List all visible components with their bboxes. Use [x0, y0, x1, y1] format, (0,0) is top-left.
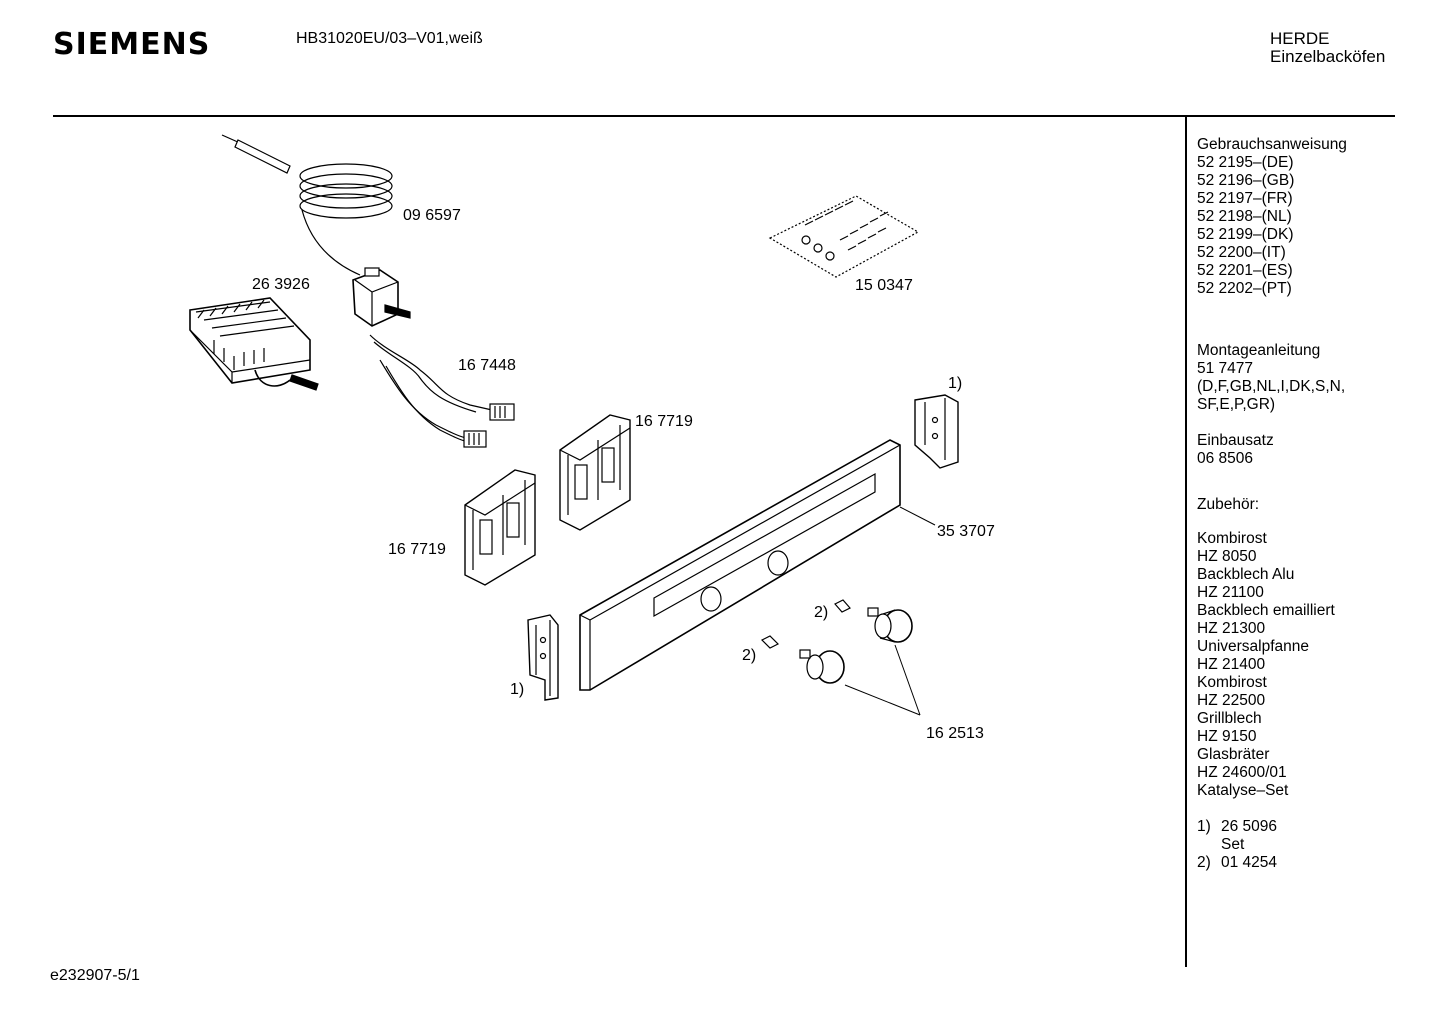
side-clip-right[interactable]: [914, 394, 959, 469]
part-label-bracket-upper: 16 7719: [635, 413, 693, 430]
mounting-bracket-upper[interactable]: [559, 414, 631, 531]
manual-item: 52 2197–(FR): [1197, 190, 1293, 207]
exploded-parts-diagram: [189, 134, 959, 716]
note-marker-1-right: 1): [948, 375, 963, 392]
install-title: Einbausatz: [1197, 432, 1274, 449]
part-label-screws: 15 0347: [855, 277, 913, 294]
side-clip-left[interactable]: [527, 614, 559, 701]
sidebar-divider: [1185, 116, 1187, 967]
small-clip-part[interactable]: [760, 599, 851, 649]
manual-item: 52 2200–(IT): [1197, 244, 1286, 261]
accessory-item: HZ 22500: [1197, 692, 1266, 709]
manual-item: 52 2198–(NL): [1197, 208, 1292, 225]
drawing-code: e232907-5/1: [50, 967, 140, 984]
accessory-item: HZ 21400: [1197, 656, 1266, 673]
cable-harness-part[interactable]: [369, 334, 515, 448]
part-label-cable: 16 7448: [458, 357, 516, 374]
install-number: 06 8506: [1197, 450, 1254, 467]
brand-logo: SIEMENS: [53, 27, 211, 62]
parts-sidebar: Gebrauchsanweisung 52 2195–(DE) 52 2196–…: [1197, 136, 1432, 872]
thermostat-part[interactable]: [221, 134, 411, 327]
category-line-2: Einzelbacköfen: [1270, 47, 1386, 66]
accessory-item: Katalyse–Set: [1197, 782, 1289, 799]
manual-section: Gebrauchsanweisung 52 2195–(DE) 52 2196–…: [1197, 136, 1432, 298]
manual-item: 52 2201–(ES): [1197, 262, 1293, 279]
note-marker-2-upper: 2): [814, 604, 829, 621]
part-label-panel: 35 3707: [937, 523, 995, 540]
assembly-title: Montageanleitung: [1197, 342, 1321, 359]
accessory-item: Kombirost: [1197, 530, 1267, 547]
note-part-number: 01 4254: [1221, 854, 1278, 871]
assembly-languages: SF,E,P,GR): [1197, 396, 1276, 413]
accessory-item: HZ 21100: [1197, 584, 1264, 601]
accessory-item: HZ 8050: [1197, 548, 1257, 565]
accessory-item: Backblech Alu: [1197, 566, 1295, 583]
model-number: HB31020EU/03–V01,weiß: [296, 30, 483, 47]
note-part-desc: Set: [1221, 836, 1245, 853]
note-2: 2) 01 4254: [1197, 854, 1432, 872]
selector-switch-part[interactable]: [189, 297, 319, 391]
control-knob-part[interactable]: [799, 607, 913, 684]
accessories-section: Zubehör: Kombirost HZ 8050 Backblech Alu…: [1197, 496, 1432, 800]
category: HERDE Einzelbacköfen: [1270, 30, 1385, 66]
accessory-item: HZ 21300: [1197, 620, 1266, 637]
control-panel-part[interactable]: [579, 439, 901, 691]
part-label-knobs: 16 2513: [926, 725, 984, 742]
accessory-item: Backblech emailliert: [1197, 602, 1335, 619]
category-line-1: HERDE: [1270, 29, 1330, 48]
leader-lines: [844, 506, 936, 716]
notes-section: 1) 26 5096 Set 2) 01 4254: [1197, 818, 1432, 872]
accessory-item: Grillblech: [1197, 710, 1262, 727]
assembly-section: Montageanleitung 51 7477 (D,F,GB,NL,I,DK…: [1197, 342, 1432, 414]
manual-item: 52 2199–(DK): [1197, 226, 1294, 243]
screw-bag-part[interactable]: [768, 195, 920, 278]
header-divider: [53, 115, 1395, 117]
manual-item: 52 2195–(DE): [1197, 154, 1294, 171]
note-number: 2): [1197, 854, 1211, 871]
accessory-item: Glasbräter: [1197, 746, 1270, 763]
note-1: 1) 26 5096 Set: [1197, 818, 1432, 854]
note-number: 1): [1197, 818, 1211, 835]
part-label-thermostat: 09 6597: [403, 207, 461, 224]
note-marker-1-left: 1): [510, 681, 525, 698]
accessory-item: Kombirost: [1197, 674, 1267, 691]
part-label-switch: 26 3926: [252, 276, 310, 293]
accessory-item: Universalpfanne: [1197, 638, 1310, 655]
note-marker-2-lower: 2): [742, 647, 757, 664]
part-label-bracket-lower: 16 7719: [388, 541, 446, 558]
accessory-item: HZ 9150: [1197, 728, 1257, 745]
note-part-number: 26 5096: [1221, 818, 1278, 835]
manual-title: Gebrauchsanweisung: [1197, 136, 1347, 153]
manual-item: 52 2196–(GB): [1197, 172, 1295, 189]
assembly-number: 51 7477: [1197, 360, 1254, 377]
install-section: Einbausatz 06 8506: [1197, 432, 1432, 468]
manual-item: 52 2202–(PT): [1197, 280, 1292, 297]
assembly-languages: (D,F,GB,NL,I,DK,S,N,: [1197, 378, 1346, 395]
accessories-title: Zubehör:: [1197, 496, 1260, 513]
accessory-item: HZ 24600/01: [1197, 764, 1287, 781]
mounting-bracket-lower[interactable]: [464, 469, 536, 586]
